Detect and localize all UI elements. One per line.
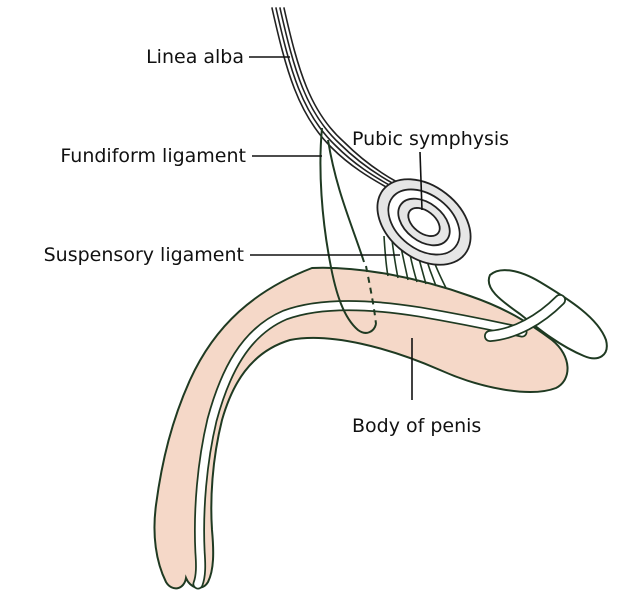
penis-shaft	[153, 266, 569, 590]
fundiform-back	[327, 139, 365, 263]
fundiform-hidden	[365, 265, 377, 325]
leader-pubic-symphysis	[419, 151, 423, 211]
penis-body	[153, 266, 569, 590]
linea-alba-strand	[283, 7, 398, 183]
label-linea-alba: Linea alba	[146, 46, 244, 68]
fundiform-front	[319, 127, 377, 334]
crus-loop	[484, 269, 608, 360]
labels: Linea alba Fundiform ligament Suspensory…	[44, 46, 509, 437]
suspensory-fiber	[391, 239, 399, 279]
pubic-symphysis	[376, 178, 472, 266]
linea-alba	[271, 7, 398, 189]
label-fundiform-ligament: Fundiform ligament	[60, 145, 246, 167]
urethra-channel-inner	[194, 301, 526, 588]
leader-lines	[249, 56, 423, 400]
linea-alba-strand	[279, 7, 395, 185]
label-suspensory-ligament: Suspensory ligament	[44, 244, 244, 266]
linea-alba-strand	[271, 7, 389, 189]
suspensory-fiber	[383, 235, 389, 277]
crus-white-band-inner	[485, 295, 565, 341]
linea-alba-strand	[275, 7, 392, 187]
label-body-of-penis: Body of penis	[352, 415, 481, 437]
label-pubic-symphysis: Pubic symphysis	[352, 128, 509, 150]
symphysis-core	[407, 207, 441, 237]
fundiform-ligament	[319, 127, 377, 334]
